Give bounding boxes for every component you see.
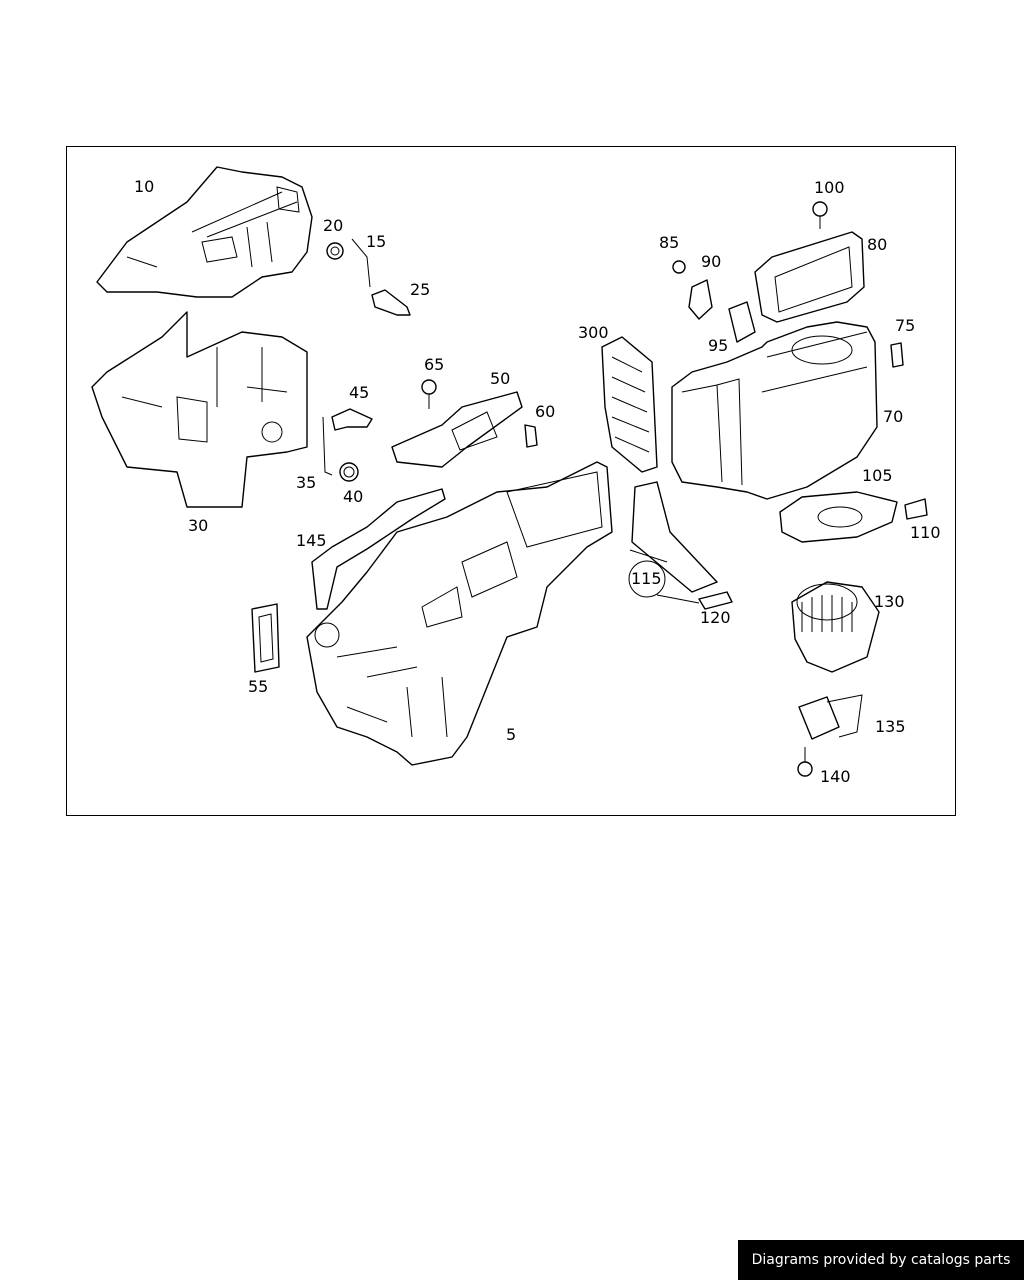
callout-100: 100 [814, 178, 845, 197]
callout-30: 30 [188, 516, 209, 535]
callout-105: 105 [862, 466, 893, 485]
part-95-module [728, 301, 756, 343]
part-130-blower-motor [791, 581, 880, 673]
part-20-sensor [326, 242, 344, 260]
callout-85: 85 [659, 233, 680, 252]
footer-banner: Diagrams provided by catalogs parts [738, 1240, 1024, 1280]
callout-20: 20 [323, 216, 344, 235]
part-30-lower-housing [91, 311, 308, 508]
part-300-filter [601, 336, 658, 473]
callout-130: 130 [874, 592, 905, 611]
callout-70: 70 [883, 407, 904, 426]
part-115-seal-channel [628, 481, 718, 598]
parts-diagram-frame: 10 20 15 25 100 85 90 80 300 95 75 65 50… [66, 146, 956, 816]
callout-15: 15 [366, 232, 387, 251]
part-70-blower-housing [671, 321, 878, 500]
callout-25: 25 [410, 280, 431, 299]
part-135-resistor [798, 694, 863, 740]
callout-35: 35 [296, 473, 317, 492]
part-55-frame [251, 603, 280, 673]
part-40-actuator [339, 462, 359, 482]
footer-text: Diagrams provided by catalogs parts [751, 1252, 1011, 1268]
callout-50: 50 [490, 369, 511, 388]
part-90-connector [688, 279, 713, 320]
part-65-screw [421, 379, 437, 409]
part-75-clip [890, 342, 904, 368]
callout-45: 45 [349, 383, 370, 402]
callout-110: 110 [910, 523, 941, 542]
callout-115: 115 [631, 569, 662, 588]
callout-5: 5 [506, 725, 517, 744]
part-100-screw [812, 201, 828, 229]
part-25-valve [371, 289, 411, 316]
callout-65: 65 [424, 355, 445, 374]
part-110-connector [904, 498, 928, 520]
callout-80: 80 [867, 235, 888, 254]
part-85-sensor [672, 260, 686, 274]
part-45-actuator [331, 408, 373, 431]
part-5-main-unit [306, 461, 613, 766]
parts-diagram [91, 166, 928, 777]
callout-90: 90 [701, 252, 722, 271]
callout-10: 10 [134, 177, 155, 196]
callout-300: 300 [578, 323, 609, 342]
part-10-upper-housing [96, 166, 313, 298]
part-60-clip [524, 424, 538, 448]
callout-140: 140 [820, 767, 851, 786]
part-35-rod [322, 416, 333, 476]
part-80-filter-cover [754, 231, 865, 323]
part-105-base [779, 491, 898, 543]
part-15-rod [351, 238, 371, 288]
callout-135: 135 [875, 717, 906, 736]
callout-75: 75 [895, 316, 916, 335]
part-120-clip [656, 591, 733, 610]
callout-40: 40 [343, 487, 364, 506]
callout-120: 120 [700, 608, 731, 627]
part-145-bracket [311, 488, 446, 610]
callout-55: 55 [248, 677, 269, 696]
part-50-duct [391, 391, 523, 468]
callout-95: 95 [708, 336, 729, 355]
callout-60: 60 [535, 402, 556, 421]
callout-145: 145 [296, 531, 327, 550]
part-140-screw [797, 747, 813, 777]
